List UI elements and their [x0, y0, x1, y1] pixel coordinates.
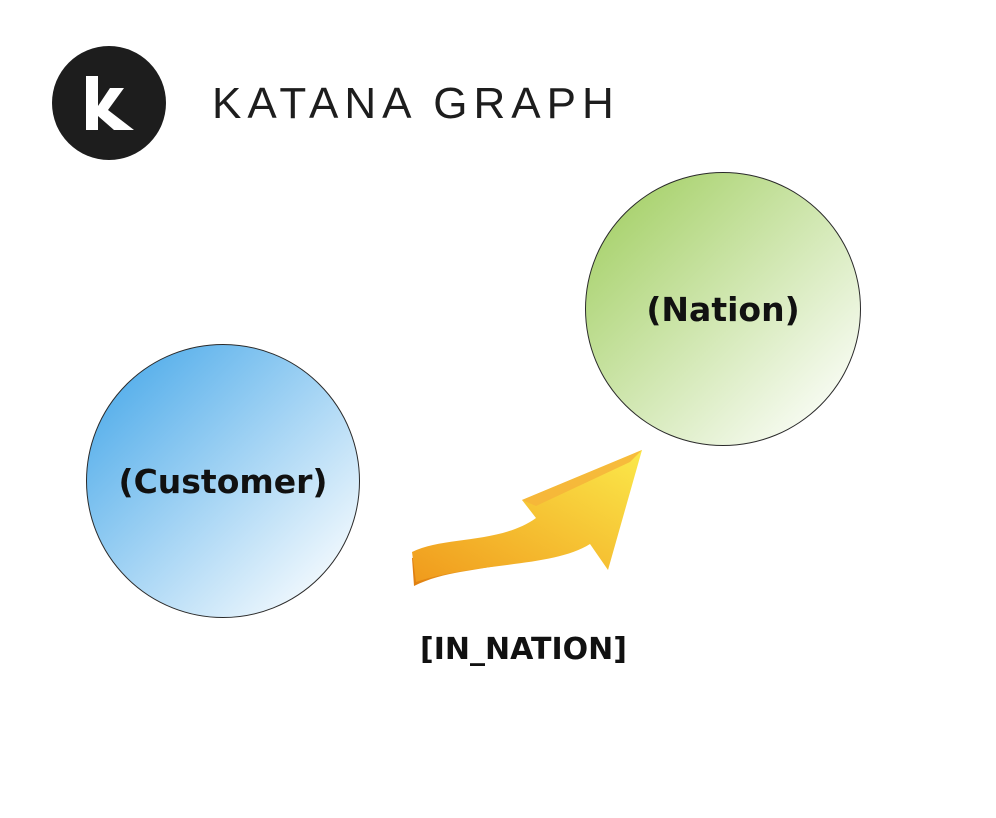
edge-label: [IN_NATION]	[420, 632, 627, 667]
nation-node-label: (Nation)	[646, 289, 800, 329]
curved-arrow-icon	[412, 450, 642, 586]
customer-node-label: (Customer)	[118, 461, 328, 501]
customer-node: (Customer)	[86, 344, 360, 618]
katana-k-logo-icon	[52, 46, 166, 160]
nation-node: (Nation)	[585, 172, 861, 446]
brand-name: KATANA GRAPH	[212, 79, 620, 128]
